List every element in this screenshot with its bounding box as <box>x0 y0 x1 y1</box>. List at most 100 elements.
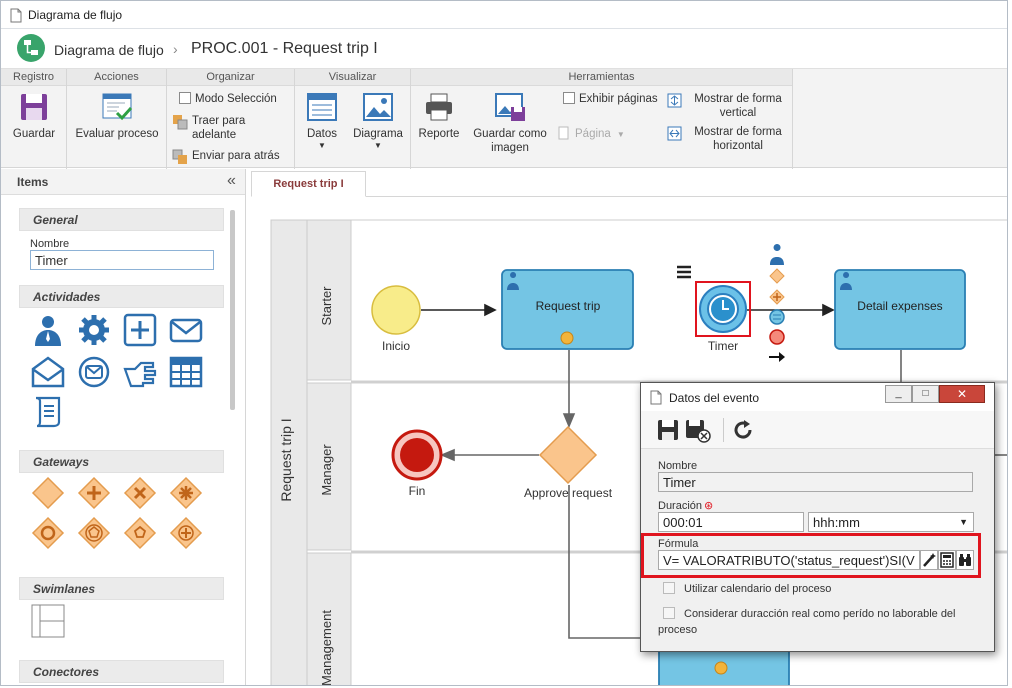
data-table-icon <box>307 93 337 121</box>
formula-input[interactable]: V= VALORATRIBUTO('status_request')SI(V <box>658 550 920 570</box>
checkbox-icon <box>563 92 575 104</box>
diagram-image-icon <box>363 93 393 121</box>
complex-gateway-icon[interactable] <box>169 476 203 510</box>
flowchart-module-icon <box>17 34 45 62</box>
selection-mode-label: Modo Selección <box>195 93 277 105</box>
save-icon[interactable] <box>657 419 679 441</box>
approve-gateway-label: Approve request <box>524 486 613 500</box>
user-task-icon[interactable] <box>31 313 65 347</box>
start-event-label: Inicio <box>382 339 410 353</box>
evaluate-process-button[interactable]: Evaluar proceso <box>71 91 163 141</box>
pool-label: Request trip I <box>278 418 294 501</box>
horizontal-layout-icon <box>667 126 682 141</box>
subprocess-plus-icon[interactable] <box>123 313 157 347</box>
send-backward-button[interactable]: Enviar para atrás <box>172 149 280 164</box>
diagram-dropdown-button[interactable]: Diagrama ▼ <box>351 91 405 151</box>
exclusive-event-gateway-icon[interactable] <box>123 516 157 550</box>
script-scroll-icon[interactable] <box>31 395 65 429</box>
refresh-icon[interactable] <box>732 419 754 441</box>
send-message-envelope-icon[interactable] <box>169 313 203 347</box>
dialog-toolbar <box>641 411 994 449</box>
formula-highlight <box>641 533 981 578</box>
receive-message-icon[interactable] <box>31 355 65 389</box>
evaluate-checklist-icon <box>102 93 133 121</box>
page-dropdown[interactable]: Página▼ <box>557 126 625 142</box>
user-icon <box>840 272 852 290</box>
show-pages-checkbox[interactable]: Exhibir páginas <box>563 92 658 106</box>
save-as-image-button[interactable]: Guardar como imagen <box>467 91 553 155</box>
task-request-trip[interactable] <box>501 269 634 350</box>
dialog-name-input[interactable]: Timer <box>658 472 973 492</box>
section-gateways[interactable]: Gateways <box>19 450 224 473</box>
section-general[interactable]: General <box>19 208 224 231</box>
maximize-button[interactable]: □ <box>912 385 939 403</box>
section-conectores[interactable]: Conectores <box>19 660 224 683</box>
message-event-icon[interactable] <box>77 355 111 389</box>
sequence-flows-gray <box>439 350 902 639</box>
report-button[interactable]: Reporte <box>415 91 463 141</box>
items-panel-scrollbar[interactable] <box>230 210 235 410</box>
add-end-event-icon[interactable] <box>769 329 785 345</box>
approve-gateway[interactable] <box>538 425 598 485</box>
name-input[interactable]: Timer <box>30 250 214 270</box>
required-icon: ⊛ <box>704 500 714 512</box>
ribbon-group-title: Acciones <box>67 69 166 86</box>
collapse-panel-icon[interactable]: « <box>227 172 236 189</box>
save-and-close-icon[interactable] <box>685 419 711 443</box>
duration-unit-select[interactable]: hhh:mm▼ <box>808 512 974 532</box>
bring-forward-button[interactable]: Traer para adelante <box>172 114 272 142</box>
swimlane-pool-icon[interactable] <box>31 604 65 638</box>
formula-calculator-button[interactable] <box>938 550 956 570</box>
formula-wizard-button[interactable] <box>920 550 938 570</box>
add-user-task-icon[interactable] <box>770 244 784 265</box>
duration-label: Duración⊛ <box>658 499 713 512</box>
items-panel: Items « General Nombre Timer Actividades… <box>1 169 246 685</box>
use-calendar-checkbox[interactable]: Utilizar calendario del proceso <box>663 582 831 595</box>
manual-task-hand-icon[interactable] <box>123 355 157 389</box>
section-swimlanes[interactable]: Swimlanes <box>19 577 224 600</box>
selection-mode-checkbox[interactable]: Modo Selección <box>179 92 277 106</box>
checkbox-icon <box>663 607 675 619</box>
page-label: Página <box>575 128 611 140</box>
chevron-down-icon: ▼ <box>959 517 968 527</box>
section-actividades[interactable]: Actividades <box>19 285 224 308</box>
xor-gateway-icon[interactable] <box>123 476 157 510</box>
parallel-event-gateway-icon[interactable] <box>169 516 203 550</box>
inclusive-gateway-icon[interactable] <box>31 516 65 550</box>
lane-label-starter: Starter <box>319 286 334 326</box>
breadcrumb-module[interactable]: Diagrama de flujo <box>54 42 164 58</box>
tab-request-trip[interactable]: Request trip I <box>251 171 366 197</box>
event-data-dialog: Datos del evento _ □ ✕ Nombre Timer Dura… <box>640 382 995 652</box>
vertical-layout-button[interactable]: Mostrar de forma vertical <box>667 92 788 120</box>
horizontal-layout-button[interactable]: Mostrar de forma horizontal <box>667 125 788 153</box>
context-menu-icon[interactable] <box>677 265 691 279</box>
save-button[interactable]: Guardar <box>5 91 63 141</box>
consider-duration-checkbox[interactable]: Considerar duracción real como perído no… <box>658 606 978 638</box>
close-button[interactable]: ✕ <box>939 385 985 403</box>
data-dropdown-button[interactable]: Datos ▼ <box>301 91 343 151</box>
add-intermediate-event-icon[interactable] <box>769 309 785 325</box>
start-event[interactable] <box>371 285 421 335</box>
minimize-button[interactable]: _ <box>885 385 912 403</box>
ribbon-group-herramientas: Herramientas Reporte Guardar como imagen… <box>411 69 793 169</box>
duration-input[interactable]: 000:01 <box>658 512 804 532</box>
exclusive-gateway-icon[interactable] <box>31 476 65 510</box>
save-as-image-label: Guardar como imagen <box>473 128 547 154</box>
ribbon-group-visualizar: Visualizar Datos ▼ Diagrama ▼ <box>295 69 411 169</box>
name-label: Nombre <box>30 238 70 250</box>
task-detail-expenses[interactable] <box>834 269 966 350</box>
dialog-title: Datos del evento <box>669 391 760 405</box>
lane-header-management <box>306 552 352 685</box>
evaluate-process-label: Evaluar proceso <box>75 128 159 140</box>
event-gateway-icon[interactable] <box>77 516 111 550</box>
business-rule-table-icon[interactable] <box>169 355 203 389</box>
add-gateway-icon[interactable] <box>769 268 785 284</box>
ribbon-group-title: Registro <box>1 69 66 86</box>
lane-label-management: Management <box>319 610 334 686</box>
end-event-label: Fin <box>409 484 426 498</box>
floppy-save-icon <box>21 94 47 120</box>
service-task-gear-icon[interactable] <box>77 313 111 347</box>
parallel-gateway-icon[interactable] <box>77 476 111 510</box>
formula-search-button[interactable] <box>956 550 974 570</box>
